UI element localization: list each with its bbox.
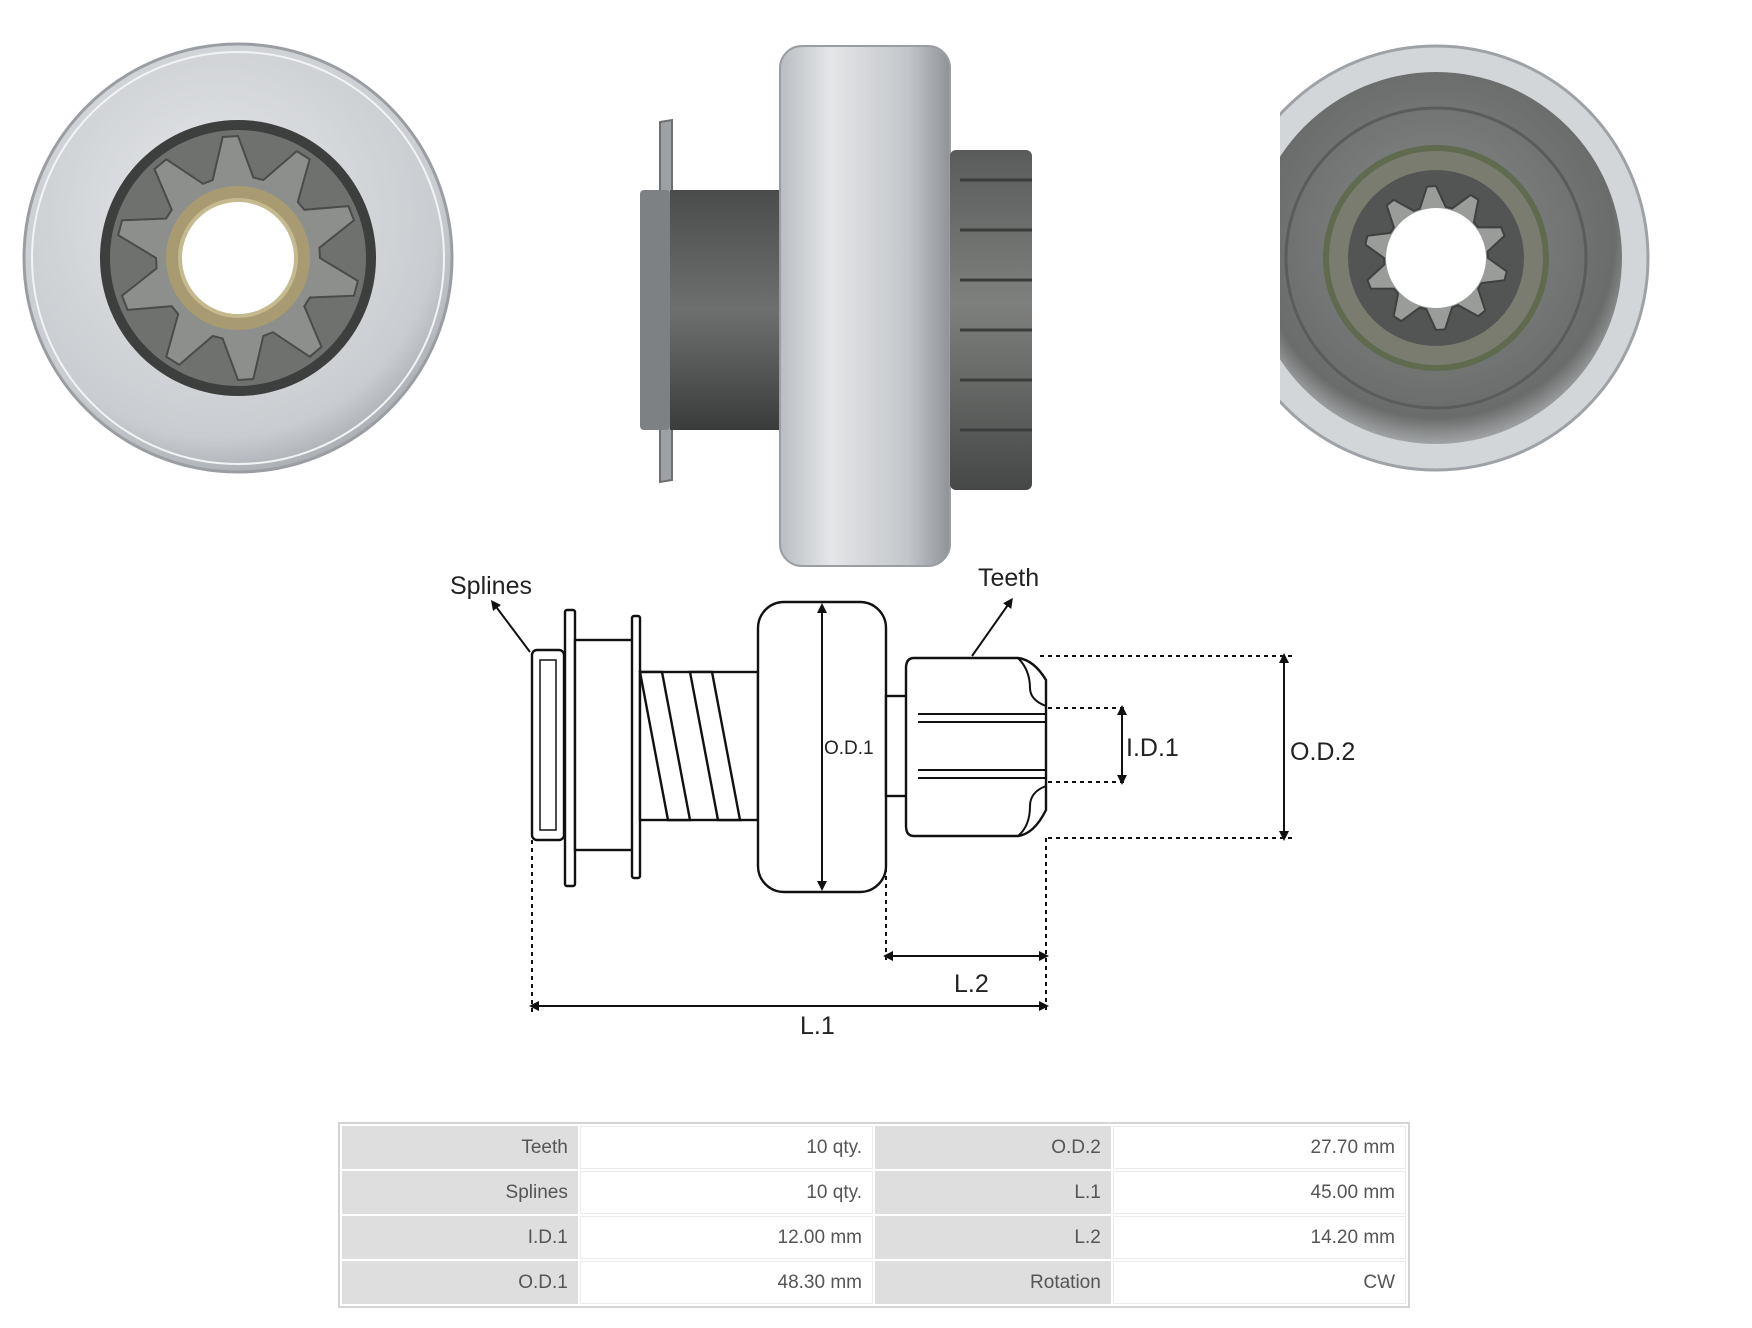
spec-key: I.D.1	[342, 1216, 578, 1259]
spec-key: L.1	[874, 1171, 1111, 1214]
table-row: I.D.1 12.00 mm L.2 14.20 mm	[342, 1216, 1406, 1259]
spec-key: O.D.1	[342, 1261, 578, 1304]
drive-side-view-photo	[640, 45, 1032, 567]
spec-table: Teeth 10 qty. O.D.2 27.70 mm Splines 10 …	[338, 1122, 1410, 1308]
spec-key: Teeth	[342, 1126, 578, 1169]
table-row: Teeth 10 qty. O.D.2 27.70 mm	[342, 1126, 1406, 1169]
table-row: O.D.1 48.30 mm Rotation CW	[342, 1261, 1406, 1304]
spec-value: 45.00 mm	[1112, 1171, 1406, 1214]
dimension-diagram: Splines Teeth O.D.1 I.D.1 O.D.2 L.2 L.1	[450, 564, 1355, 1040]
drive-back-view-photo	[1280, 44, 1650, 472]
drive-front-view-photo	[22, 42, 454, 474]
splines-label: Splines	[450, 572, 532, 600]
spec-value: 48.30 mm	[579, 1261, 873, 1304]
spec-key: Rotation	[874, 1261, 1111, 1304]
od1-label: O.D.1	[824, 738, 874, 759]
spec-value: 27.70 mm	[1112, 1126, 1406, 1169]
spec-value: 10 qty.	[579, 1171, 873, 1214]
flange-plate-shape	[563, 608, 577, 888]
spec-value: 10 qty.	[579, 1126, 873, 1169]
od2-label: O.D.2	[1290, 738, 1355, 766]
spec-value: CW	[1112, 1261, 1406, 1304]
spec-key: O.D.2	[874, 1126, 1111, 1169]
teeth-label: Teeth	[978, 564, 1039, 592]
table-row: Splines 10 qty. L.1 45.00 mm	[342, 1171, 1406, 1214]
spec-value: 12.00 mm	[579, 1216, 873, 1259]
l1-label: L.1	[800, 1012, 835, 1040]
spec-value: 14.20 mm	[1112, 1216, 1406, 1259]
spline-hub-shape	[530, 648, 566, 842]
spec-key: L.2	[874, 1216, 1111, 1259]
id1-label: I.D.1	[1126, 734, 1179, 762]
pinion-shape	[904, 656, 1048, 838]
l2-label: L.2	[954, 970, 989, 998]
spec-key: Splines	[342, 1171, 578, 1214]
